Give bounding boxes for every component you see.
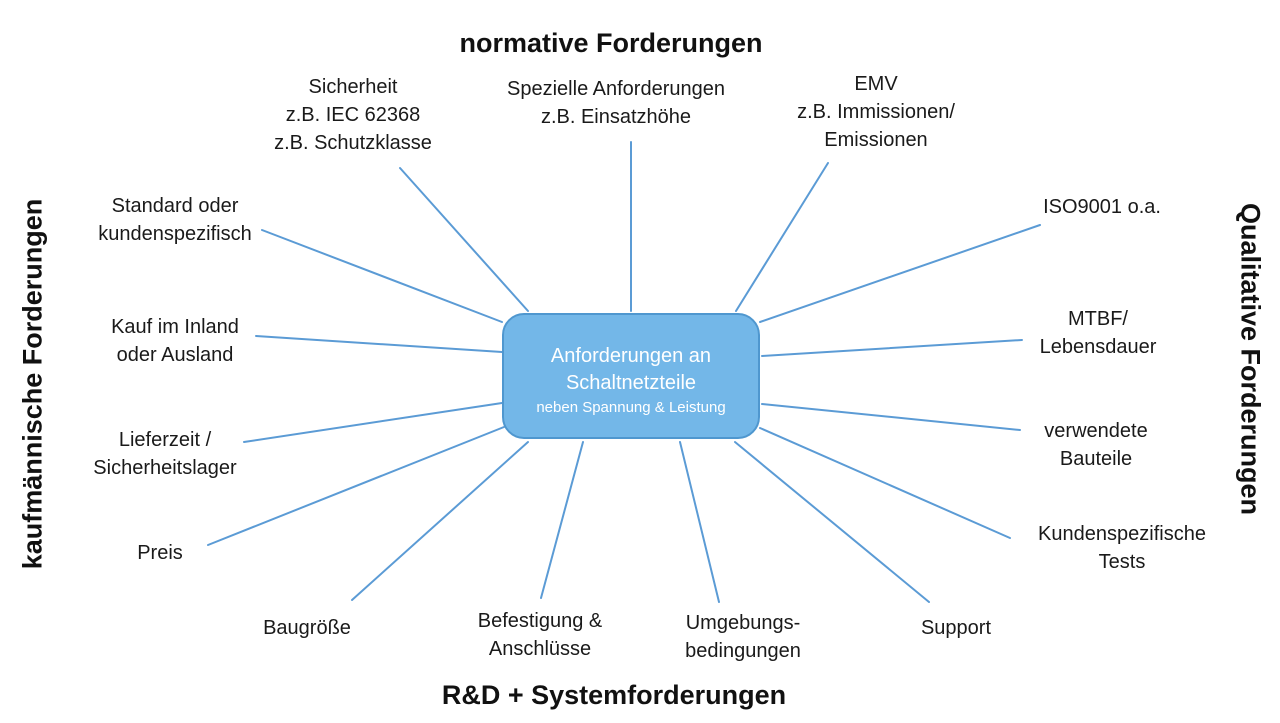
node-label: Sicherheitslager — [93, 457, 237, 479]
node-label: Bauteile — [1059, 448, 1133, 470]
node-label: kundenspezifisch — [98, 223, 252, 245]
node-label: bedingungen — [685, 640, 801, 662]
line-lieferzeit — [243, 402, 503, 443]
line-preis — [207, 426, 505, 546]
node-befestigung-anschluesse: Befestigung & Anschlüsse — [478, 607, 603, 663]
line-befestigung — [540, 441, 584, 599]
line-baugroesse — [351, 441, 529, 601]
node-mtbf-lebensdauer: MTBF/ Lebensdauer — [1040, 305, 1157, 361]
line-sicherheit — [399, 167, 529, 312]
line-umgebung — [679, 441, 720, 603]
node-support: Support — [921, 614, 991, 642]
line-iso — [759, 224, 1041, 323]
node-sicherheit: Sicherheit z.B. IEC 62368 z.B. Schutzkla… — [274, 73, 432, 157]
node-label: z.B. Schutzklasse — [274, 132, 432, 154]
line-mtbf — [761, 339, 1023, 357]
node-kauf-inland-ausland: Kauf im Inland oder Ausland — [111, 313, 239, 369]
line-bauteile — [761, 403, 1021, 431]
node-label: ISO9001 o.a. — [1043, 196, 1161, 218]
node-kundenspezifische-tests: Kundenspezifische Tests — [1038, 520, 1206, 576]
node-label: Spezielle Anforderungen — [507, 78, 725, 100]
node-verwendete-bauteile: verwendete Bauteile — [1044, 417, 1147, 473]
node-baugroesse: Baugröße — [263, 614, 351, 642]
node-label: verwendete — [1044, 420, 1148, 442]
line-support — [734, 441, 930, 603]
node-umgebungsbedingungen: Umgebungs- bedingungen — [685, 609, 801, 665]
node-label: z.B. Einsatzhöhe — [540, 106, 692, 128]
node-label: Baugröße — [263, 617, 351, 639]
node-label: MTBF/ — [1068, 308, 1128, 330]
node-label: Lieferzeit / — [118, 429, 212, 451]
node-label: z.B. IEC 62368 — [285, 104, 421, 126]
node-preis: Preis — [137, 539, 183, 567]
category-left-title: kaufmännische Forderungen — [17, 198, 48, 570]
node-label: Sicherheit — [308, 76, 398, 98]
node-label: Befestigung & — [477, 610, 603, 632]
node-label: Support — [920, 617, 992, 639]
node-label: Kundenspezifische — [1038, 523, 1206, 545]
node-label: Standard oder — [111, 195, 239, 217]
line-emv — [735, 162, 829, 312]
node-label: oder Ausland — [116, 344, 234, 366]
node-label: z.B. Immissionen/ — [797, 101, 955, 123]
category-right-title: Qualitative Forderungen — [1235, 202, 1266, 516]
node-label: Lebensdauer — [1039, 336, 1157, 358]
category-bottom-title: R&D + Systemforderungen — [441, 680, 787, 710]
node-emv: EMV z.B. Immissionen/ Emissionen — [797, 70, 955, 154]
node-lieferzeit: Lieferzeit / Sicherheitslager — [93, 426, 236, 482]
center-node: Anforderungen an Schaltnetzteile neben S… — [502, 313, 760, 439]
node-label: Kauf im Inland — [111, 316, 239, 338]
line-kauf — [255, 335, 503, 353]
node-label: Preis — [137, 542, 183, 564]
node-label: Emissionen — [824, 129, 928, 151]
center-subtitle: neben Spannung & Leistung — [536, 399, 726, 416]
node-label: Tests — [1098, 551, 1146, 573]
line-kundentests — [759, 427, 1011, 539]
node-spezielle-anforderungen: Spezielle Anforderungen z.B. Einsatzhöhe — [507, 75, 725, 131]
node-standard-oder-kundenspezifisch: Standard oder kundenspezifisch — [98, 192, 251, 248]
center-title-line2: Schaltnetzteile — [565, 372, 697, 394]
node-iso9001: ISO9001 o.a. — [1043, 193, 1161, 221]
node-label: EMV — [854, 73, 898, 95]
node-label: Anschlüsse — [488, 638, 592, 660]
node-label: Umgebungs- — [685, 612, 801, 634]
line-standard — [261, 229, 503, 323]
center-title-line1: Anforderungen an — [550, 345, 712, 367]
category-top-title: normative Forderungen — [459, 28, 763, 58]
